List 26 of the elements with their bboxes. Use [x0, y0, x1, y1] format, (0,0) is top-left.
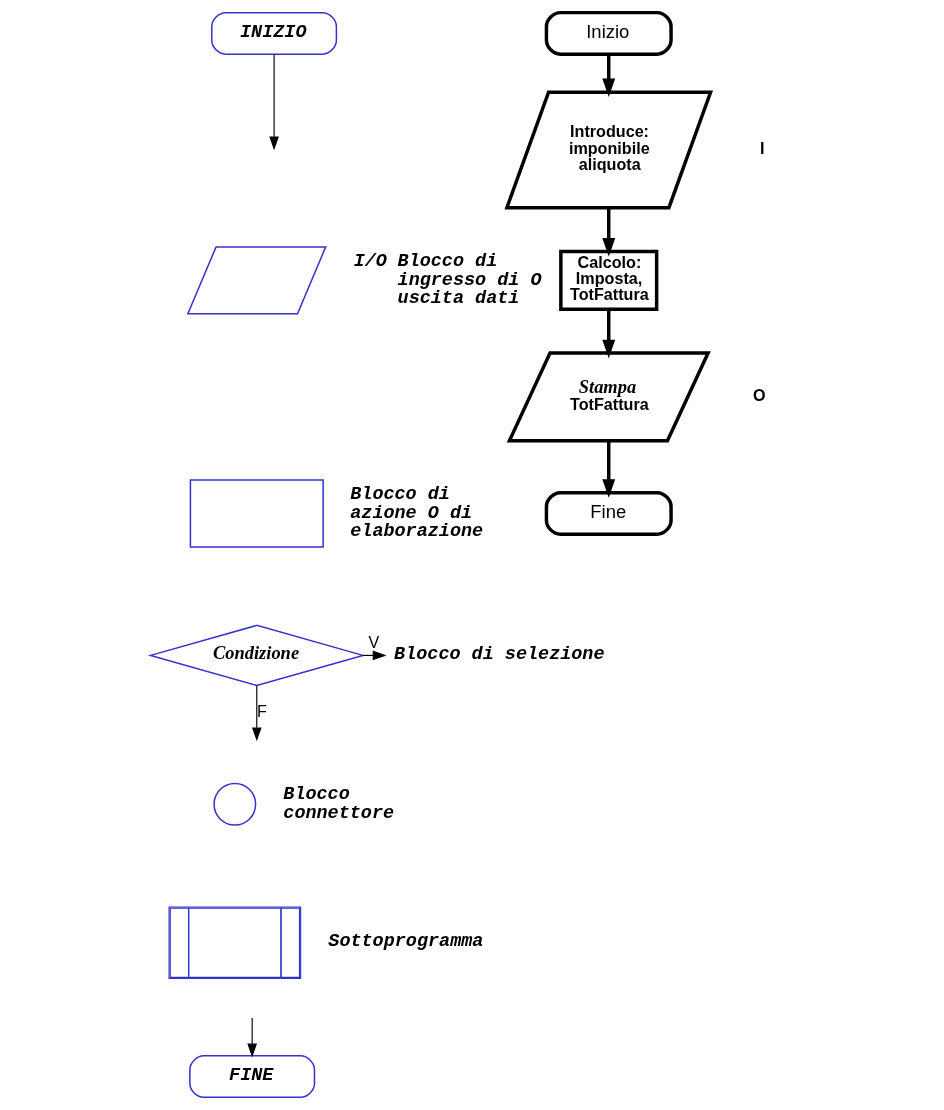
arrow [602, 440, 616, 498]
node-label: I/O [353, 251, 387, 273]
node-box: Fine [544, 490, 673, 536]
node-box [189, 479, 324, 548]
node-circle [213, 782, 257, 826]
node-box: Calcolo: Imposta, TotFattura [559, 249, 659, 311]
arrow [602, 207, 616, 257]
node-box: FINE [189, 1055, 316, 1099]
node-parallelogram [186, 246, 327, 315]
arrow [247, 1017, 258, 1058]
node-label: I [759, 138, 765, 157]
node-diamond: Condizione [147, 624, 366, 687]
edge-label: V [368, 632, 380, 651]
arrow [251, 685, 262, 742]
arrow [269, 53, 279, 151]
node-box: INIZIO [211, 11, 338, 55]
node-label: Sottoprogramma [328, 930, 484, 952]
arrow [602, 309, 616, 359]
edge-label: F [257, 701, 267, 720]
node-box: Inizio [544, 10, 673, 56]
node-label: Blocco di azione O di elaborazione [350, 484, 484, 543]
node-label: Blocco connettore [283, 784, 395, 824]
node-label: Blocco di ingresso di O uscita dati [397, 251, 542, 310]
node-text: Blocco di selezione [394, 643, 605, 665]
arrow [602, 54, 616, 98]
node-label: O [752, 385, 766, 404]
